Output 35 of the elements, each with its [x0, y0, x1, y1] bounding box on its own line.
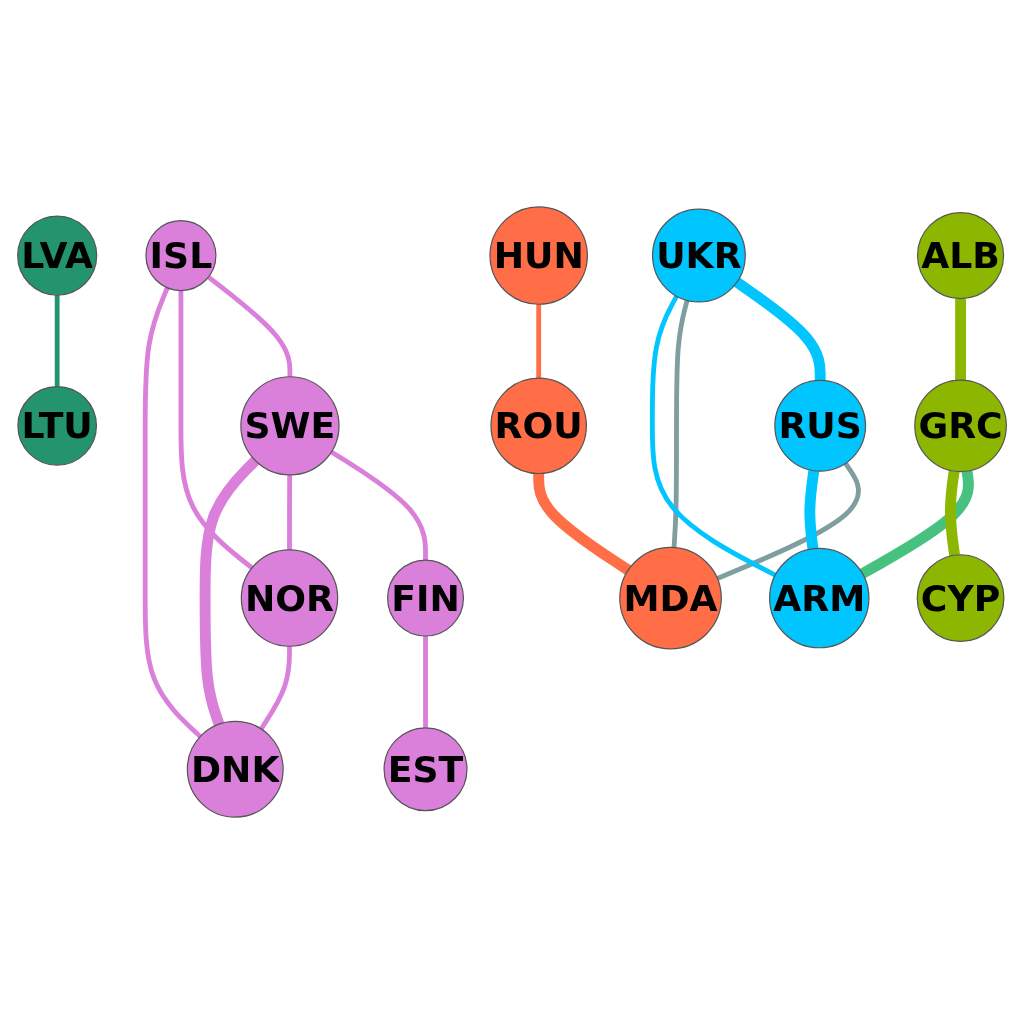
node-circle: FIN	[387, 559, 465, 637]
connector	[423, 636, 428, 728]
node-circle: GRC	[914, 379, 1007, 473]
node-circle: EST	[383, 727, 468, 812]
connector	[259, 646, 292, 731]
node-circle: ALB	[916, 211, 1005, 300]
connector	[733, 277, 826, 381]
node-circle: CYP	[916, 554, 1005, 643]
node-circle: ARM	[769, 547, 870, 649]
node-circle: ROU	[490, 377, 587, 475]
connector	[207, 275, 293, 377]
node-circle: RUS	[774, 379, 867, 472]
connector	[142, 286, 202, 739]
node-circle: UKR	[651, 208, 746, 303]
connector	[54, 295, 60, 387]
connector	[330, 449, 428, 561]
connector	[287, 474, 293, 550]
node-circle: MDA	[619, 546, 722, 650]
connector	[199, 456, 260, 726]
node-circle: LVA	[17, 215, 98, 296]
connector	[955, 298, 966, 381]
node-circle: SWE	[240, 376, 340, 476]
connector	[178, 290, 254, 570]
node-circle: ISL	[145, 220, 217, 292]
connector	[533, 473, 632, 575]
connector	[536, 304, 542, 379]
connector	[671, 299, 690, 548]
connector	[804, 469, 820, 550]
node-circle: HUN	[489, 206, 588, 305]
node-circle: NOR	[240, 549, 339, 647]
connector	[716, 462, 861, 581]
connector	[649, 295, 777, 578]
node-circle: LTU	[17, 385, 98, 466]
connector	[859, 470, 974, 579]
connector	[945, 470, 960, 556]
